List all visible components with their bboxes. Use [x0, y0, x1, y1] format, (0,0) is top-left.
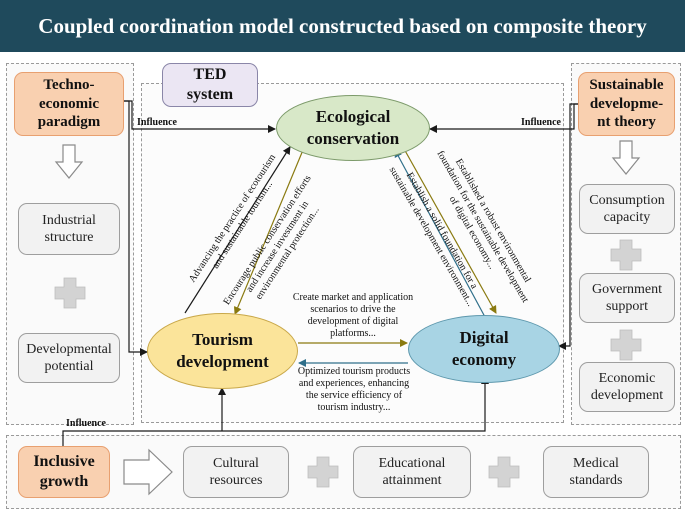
influence-label-bottom: Influence: [66, 418, 106, 429]
hollow-down-arrow-icon: [54, 144, 84, 179]
relation-digital-to-tourism: Create market and application scenarios …: [292, 292, 414, 339]
plus-icon: [488, 456, 520, 488]
economic-development-box: Economic development: [579, 362, 675, 412]
ted-system-label: TED system: [162, 63, 258, 107]
title-banner: Coupled coordination model constructed b…: [0, 0, 685, 52]
hollow-down-arrow-icon: [611, 140, 641, 175]
developmental-potential-box: Developmental potential: [18, 333, 120, 383]
left-influence-lines: [124, 100, 276, 356]
right-to-digital-arrow: [558, 103, 578, 350]
bottom-to-digital-arrow: [62, 376, 489, 446]
tourism-to-ecological-arrow: [184, 146, 291, 314]
sustainable-development-theory-box: Sustainable developme- nt theory: [578, 72, 675, 136]
tourism-development-node: Tourism development: [147, 313, 298, 389]
plus-icon: [54, 277, 86, 309]
right-influence-lines: [429, 103, 578, 350]
hollow-right-arrow-icon: [123, 448, 173, 496]
influence-label-left: Influence: [137, 117, 177, 128]
plus-icon: [610, 239, 642, 271]
relation-tourism-to-digital: Optimized tourism products and experienc…: [297, 366, 411, 413]
inclusive-growth-box: Inclusive growth: [18, 446, 110, 498]
plus-icon: [610, 329, 642, 361]
medical-standards-box: Medical standards: [543, 446, 649, 498]
industrial-structure-box: Industrial structure: [18, 203, 120, 255]
ecological-conservation-node: Ecological conservation: [276, 95, 430, 161]
ecological-to-tourism-arrow: [233, 149, 304, 315]
ecological-to-digital-arrow: [402, 146, 497, 314]
techno-economic-paradigm-box: Techno- economic paradigm: [14, 72, 124, 136]
government-support-box: Government support: [579, 273, 675, 323]
influence-label-right: Influence: [521, 117, 561, 128]
consumption-capacity-box: Consumption capacity: [579, 184, 675, 234]
digital-to-ecological-arrow: [394, 149, 486, 318]
left-to-tourism-arrow: [124, 100, 148, 356]
digital-economy-node: Digital economy: [408, 315, 560, 383]
educational-attainment-box: Educational attainment: [353, 446, 471, 498]
bottom-influence-lines: [62, 376, 489, 446]
cultural-resources-box: Cultural resources: [183, 446, 289, 498]
plus-icon: [307, 456, 339, 488]
page-title: Coupled coordination model constructed b…: [38, 14, 647, 38]
